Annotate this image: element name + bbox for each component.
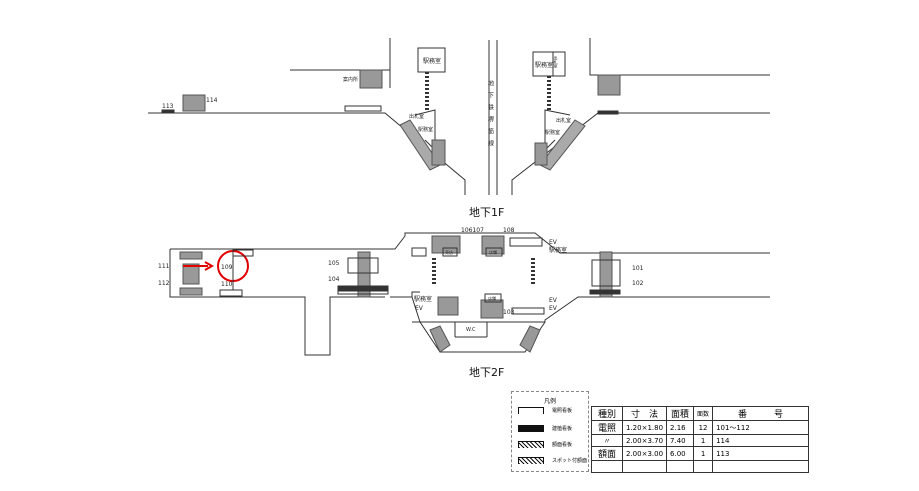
sign-106107-label: 106107 [461, 227, 484, 234]
cell [712, 460, 810, 473]
sign-110-label: 110 [221, 281, 233, 288]
floor-b2-title: 地下2F [469, 366, 505, 379]
shop-label: 店舗 [489, 249, 497, 255]
table-row [591, 460, 810, 473]
cell: 101～112 [712, 420, 810, 435]
sign-102-label: 102 [632, 280, 644, 287]
ticket-office-label: 出札室 [409, 113, 424, 120]
info-label: 案内所 [343, 76, 358, 83]
header-cell: 面積 [666, 406, 695, 421]
office-label: 駅務室 [418, 126, 433, 133]
office-box [417, 47, 446, 73]
cell: 額面 [591, 446, 623, 461]
cell: 2.00×3.70 [621, 434, 668, 447]
b1-left-area: 案内所 113 114 駅務室 出札室 駅務室 [148, 38, 466, 195]
office-label: 駅務室 [423, 57, 441, 65]
sign-101-label: 101 [632, 265, 644, 272]
cell: 電照 [591, 420, 623, 435]
cell [693, 460, 714, 473]
framed-sign-icon [518, 441, 544, 448]
ev-label: EV [549, 239, 558, 246]
sign-109-label: 109 [221, 264, 233, 271]
office-label: 駅務室 [414, 295, 432, 303]
cell: 2.16 [666, 420, 695, 435]
header-cell: 番 号 [712, 406, 810, 421]
cell: 6.00 [666, 446, 695, 461]
legend: 凡例 電照看板 建植看板 額面看板 スポット付額面 [511, 391, 589, 472]
cell: 12 [693, 420, 714, 435]
legend-title: 凡例 [543, 398, 556, 405]
legend-item: 額面看板 [518, 441, 572, 448]
stairs [182, 94, 206, 112]
b1-right-area: 駅務室 出札室 出札室 駅務室 [511, 38, 770, 195]
legend-item: 電照看板 [518, 407, 572, 414]
ev-label: EV [549, 297, 558, 304]
legend-item: スポット付額面 [518, 457, 587, 464]
shop-label: 店舗 [488, 295, 496, 301]
ev-label: EV [415, 305, 424, 312]
cell: 1.20×1.80 [621, 420, 668, 435]
office-label: 駅務室 [549, 246, 567, 254]
legend-label: スポット付額面 [552, 458, 588, 464]
spot-framed-sign-icon [518, 457, 544, 464]
cell [621, 460, 668, 473]
sign-112-label: 112 [158, 280, 170, 287]
header-cell: 寸 法 [621, 406, 668, 421]
cell: 1 [693, 434, 714, 447]
cell: 〃 [591, 434, 623, 447]
sign-board [344, 105, 382, 112]
header-cell: 面数 [693, 406, 714, 421]
office-label: 駅務室 [535, 61, 553, 69]
b2-area [169, 232, 770, 356]
subway-line-label: 地下鉄堺筋線 [487, 79, 494, 152]
legend-label: 額面看板 [552, 442, 573, 448]
sign-104-label: 104 [328, 276, 340, 283]
ev-label: EV [549, 305, 558, 312]
ticket-office-label: 出札室 [556, 117, 571, 124]
table-header: 種別 寸 法 面積 面数 番 号 [591, 406, 810, 421]
sign-105-label: 105 [328, 260, 340, 267]
cell: 1 [693, 446, 714, 461]
legend-label: 電照看板 [552, 408, 573, 414]
cell [591, 460, 623, 473]
legend-item: 建植看板 [518, 425, 572, 432]
office-label: 駅務室 [545, 129, 560, 136]
b2-labels: 101 102 103 104 105 106107 108 109 110 1… [158, 227, 644, 333]
sign-113-label: 113 [162, 103, 174, 110]
sign-108-label: 108 [503, 227, 515, 234]
cell [666, 460, 695, 473]
header-cell: 種別 [591, 406, 623, 421]
sign-114-label: 114 [206, 97, 218, 104]
wc-label: W.C [466, 327, 476, 333]
legend-label: 建植看板 [552, 426, 573, 432]
kiosk-label: 売店 [445, 249, 453, 255]
illuminated-sign-icon [518, 407, 544, 414]
cell: 113 [712, 446, 810, 461]
ticket-office-label: 出札室 [554, 55, 559, 68]
cell: 2.00×3.00 [621, 446, 668, 461]
stairs [359, 69, 383, 89]
floor-b1-title: 地下1F [469, 206, 505, 219]
sign-board [161, 109, 175, 114]
cell: 114 [712, 434, 810, 447]
sign-103-label: 103 [503, 309, 515, 316]
sign-111-label: 111 [158, 263, 170, 270]
standing-sign-icon [518, 425, 544, 432]
cell: 7.40 [666, 434, 695, 447]
